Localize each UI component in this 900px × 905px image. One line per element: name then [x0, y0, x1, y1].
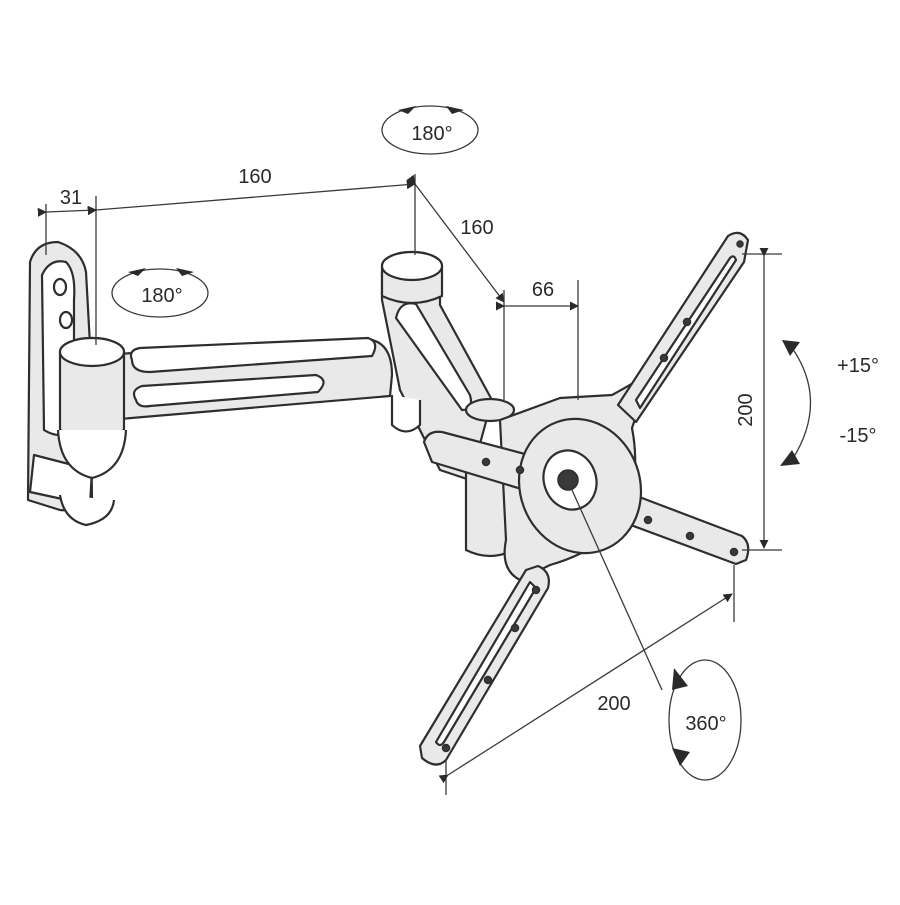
- rotation-arrow-icon: [672, 748, 690, 766]
- vesa-hole-icon: [531, 585, 541, 595]
- tilt-up-label: +15°: [837, 355, 879, 377]
- tilt-arc-icon: [789, 344, 812, 461]
- second-arm: [380, 250, 516, 558]
- dim-31-label: 31: [60, 187, 82, 209]
- vesa-hole-icon: [729, 547, 739, 557]
- rotation-180-top-label: 180°: [411, 123, 452, 145]
- rotation-hub-icon: [557, 469, 579, 491]
- vesa-hole-icon: [483, 675, 493, 685]
- dim-first-arm-label: 160: [238, 166, 271, 188]
- swivel-arrow-icon: [398, 106, 416, 114]
- rotation-180-left-label: 180°: [141, 285, 182, 307]
- first-arm: [56, 336, 394, 480]
- swivel-arrow-icon: [176, 268, 194, 276]
- vesa-hole-icon: [736, 240, 744, 248]
- tilt-arrow-icon: [780, 450, 800, 466]
- vesa-hole-icon: [510, 623, 520, 633]
- dim-vertical-200-label: 200: [735, 393, 757, 426]
- labels: 31 160 160 66 200 200 180° 180° +15° -15…: [60, 123, 879, 735]
- vesa-hole-icon: [643, 515, 653, 525]
- rotation-360-label: 360°: [685, 713, 726, 735]
- rotation-symbols: [111, 105, 812, 781]
- dim-66-label: 66: [532, 279, 554, 301]
- swivel-ellipse-icon: [111, 268, 209, 318]
- swivel-arrow-icon: [446, 106, 464, 114]
- dim-diagonal-200-label: 200: [597, 693, 630, 715]
- swivel-ellipse-icon: [381, 105, 479, 155]
- dim-second-arm-label: 160: [460, 217, 493, 239]
- wall-screw-hole-icon: [52, 277, 68, 297]
- vesa-hole-icon: [481, 457, 491, 467]
- swivel-arrow-icon: [128, 268, 146, 276]
- rotation-arrow-icon: [672, 668, 688, 690]
- vesa-hole-icon: [515, 465, 525, 475]
- vesa-hole-icon: [682, 317, 692, 327]
- tilt-arrow-icon: [782, 340, 800, 356]
- wall-screw-hole-icon: [58, 310, 74, 330]
- rotation-ellipse-icon: [668, 659, 742, 781]
- tilt-down-label: -15°: [840, 425, 877, 447]
- vesa-hole-icon: [685, 531, 695, 541]
- vesa-hole-icon: [659, 353, 669, 363]
- dimension-lines: [37, 174, 782, 795]
- vesa-hole-icon: [441, 743, 451, 753]
